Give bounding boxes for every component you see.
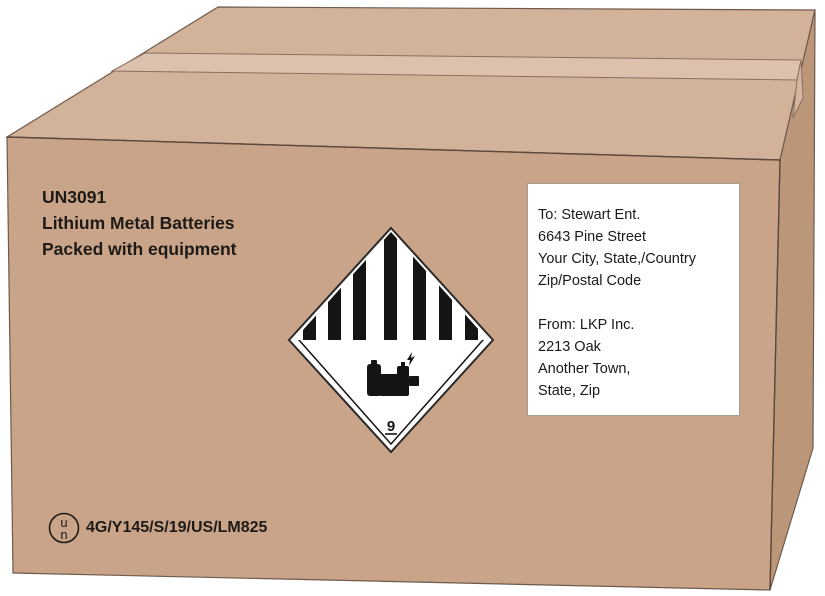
un-number: UN3091 [42,187,107,207]
sender-name: From: LKP Inc. [538,317,635,333]
proper-shipping-name: Lithium Metal Batteries [42,213,235,233]
sender-block: From: LKP Inc. 2213 Oak Another Town, St… [538,314,739,402]
packing-qualifier: Packed with equipment [42,239,237,259]
recipient-block: To: Stewart Ent. 6643 Pine Street Your C… [538,204,739,292]
packing-tape-side [792,59,804,119]
address-label: To: Stewart Ent. 6643 Pine Street Your C… [527,183,740,416]
sender-state: State, Zip [538,383,601,399]
recipient-postal: Zip/Postal Code [538,273,642,289]
battery-icon [367,352,419,396]
hazard-stripes [294,232,488,340]
recipient-city: Your City, State,/Country [538,251,696,267]
package-marking: UN3091 Lithium Metal Batteries Packed wi… [42,184,236,262]
sender-street: 2213 Oak [538,339,601,355]
box-top-face [4,6,816,161]
svg-text:n: n [60,527,67,542]
svg-text:u: u [60,515,67,530]
un-specification-code: 4G/Y145/S/19/US/LM825 [86,519,268,536]
un-packaging-symbol-icon: u n [48,512,80,544]
sender-city: Another Town, [538,361,631,377]
hazard-class-number: 9 [387,418,395,435]
recipient-street: 6643 Pine Street [538,229,647,245]
recipient-name: To: Stewart Ent. [538,207,641,223]
class-9-hazard-label: 9 [287,226,495,454]
